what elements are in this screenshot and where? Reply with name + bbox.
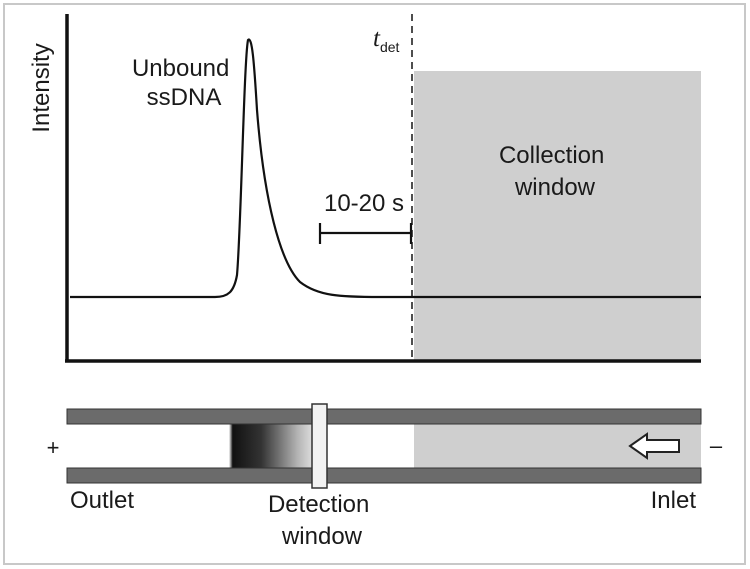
- plus-sign: +: [47, 435, 60, 460]
- interval-label: 10-20 s: [324, 190, 404, 217]
- interval-bar: [318, 223, 413, 244]
- detection-window-label: Detection window: [268, 491, 376, 550]
- capillary-diagram: + – Outlet Detection window Inlet: [47, 403, 723, 550]
- detection-label-line1: Detection: [268, 491, 369, 518]
- detection-label-line2: window: [281, 523, 363, 550]
- intensity-graph: Intensity Unbound ssDNA tdet 10-20 s Col…: [28, 14, 701, 363]
- outlet-label: Outlet: [70, 487, 134, 514]
- left-arrow-outline-icon: [628, 432, 680, 460]
- peak-label: Unbound ssDNA: [132, 55, 236, 111]
- dna-band: [229, 424, 321, 468]
- peak-label-line1: Unbound: [132, 55, 229, 82]
- peak-label-line2: ssDNA: [147, 84, 222, 111]
- capillary-top-wall: [66, 408, 702, 425]
- detection-time-subscript: det: [380, 39, 400, 55]
- inlet-label: Inlet: [651, 487, 697, 514]
- minus-sign: –: [710, 433, 723, 458]
- collection-window-region: [414, 71, 701, 361]
- electropherogram-trace: [70, 38, 701, 299]
- detection-time-symbol: t: [373, 25, 381, 52]
- capillary-bottom-wall: [66, 467, 702, 484]
- y-axis-label: Intensity: [28, 43, 55, 132]
- detection-time-label: tdet: [373, 25, 400, 55]
- collection-label-line2: window: [514, 174, 596, 201]
- collection-window-label: Collection window: [499, 142, 611, 201]
- collection-label-line1: Collection: [499, 142, 604, 169]
- detection-window-marker: [311, 403, 328, 489]
